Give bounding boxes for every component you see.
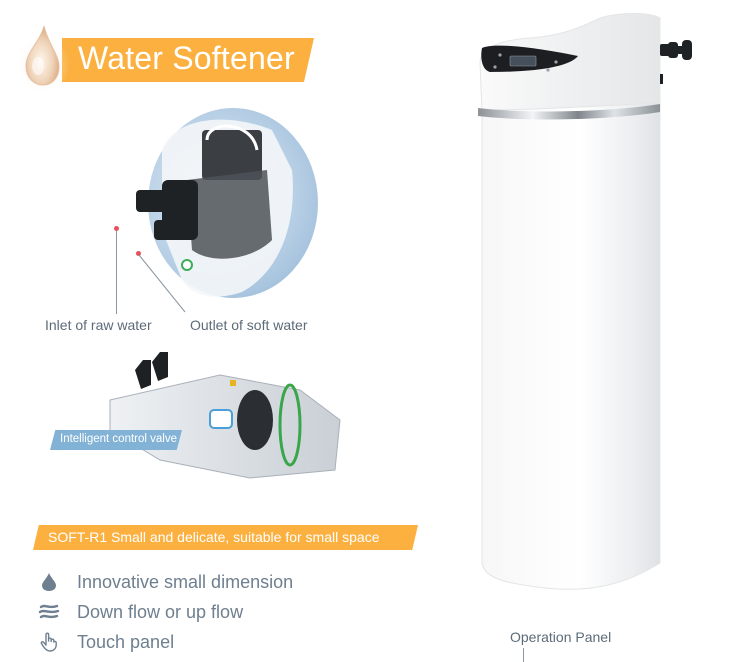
- outlet-label: Outlet of soft water: [190, 317, 308, 333]
- inlet-leader-line: [116, 231, 117, 314]
- title-banner: [62, 38, 314, 82]
- water-drop-icon: [14, 22, 70, 92]
- tagline-banner: [33, 525, 418, 550]
- feature-item: Touch panel: [38, 630, 174, 654]
- water-drop-icon: [38, 571, 60, 593]
- valve-label: Intelligent control valve: [60, 433, 177, 445]
- feature-label: Innovative small dimension: [77, 571, 294, 592]
- inlet-label: Inlet of raw water: [45, 317, 152, 333]
- operation-panel-leader-line: [523, 648, 524, 662]
- feature-item: Down flow or up flow: [38, 600, 243, 624]
- touch-hand-icon: [38, 631, 60, 653]
- tagline-text: SOFT-R1 Small and delicate, suitable for…: [48, 529, 380, 545]
- operation-panel-label: Operation Panel: [510, 629, 612, 645]
- valve-label-banner: [50, 430, 182, 450]
- inlet-marker: [114, 226, 119, 231]
- cutaway-illustration: [132, 110, 302, 300]
- feature-label: Down flow or up flow: [77, 601, 244, 622]
- waves-icon: [38, 601, 60, 623]
- page-title: Water Softener: [78, 40, 295, 76]
- feature-item: Innovative small dimension: [38, 570, 293, 594]
- water-softener-product-image: [470, 8, 700, 608]
- outlet-leader-line: [138, 254, 186, 313]
- outlet-marker: [136, 251, 141, 256]
- feature-label: Touch panel: [77, 631, 175, 652]
- control-valve-illustration: [100, 350, 345, 480]
